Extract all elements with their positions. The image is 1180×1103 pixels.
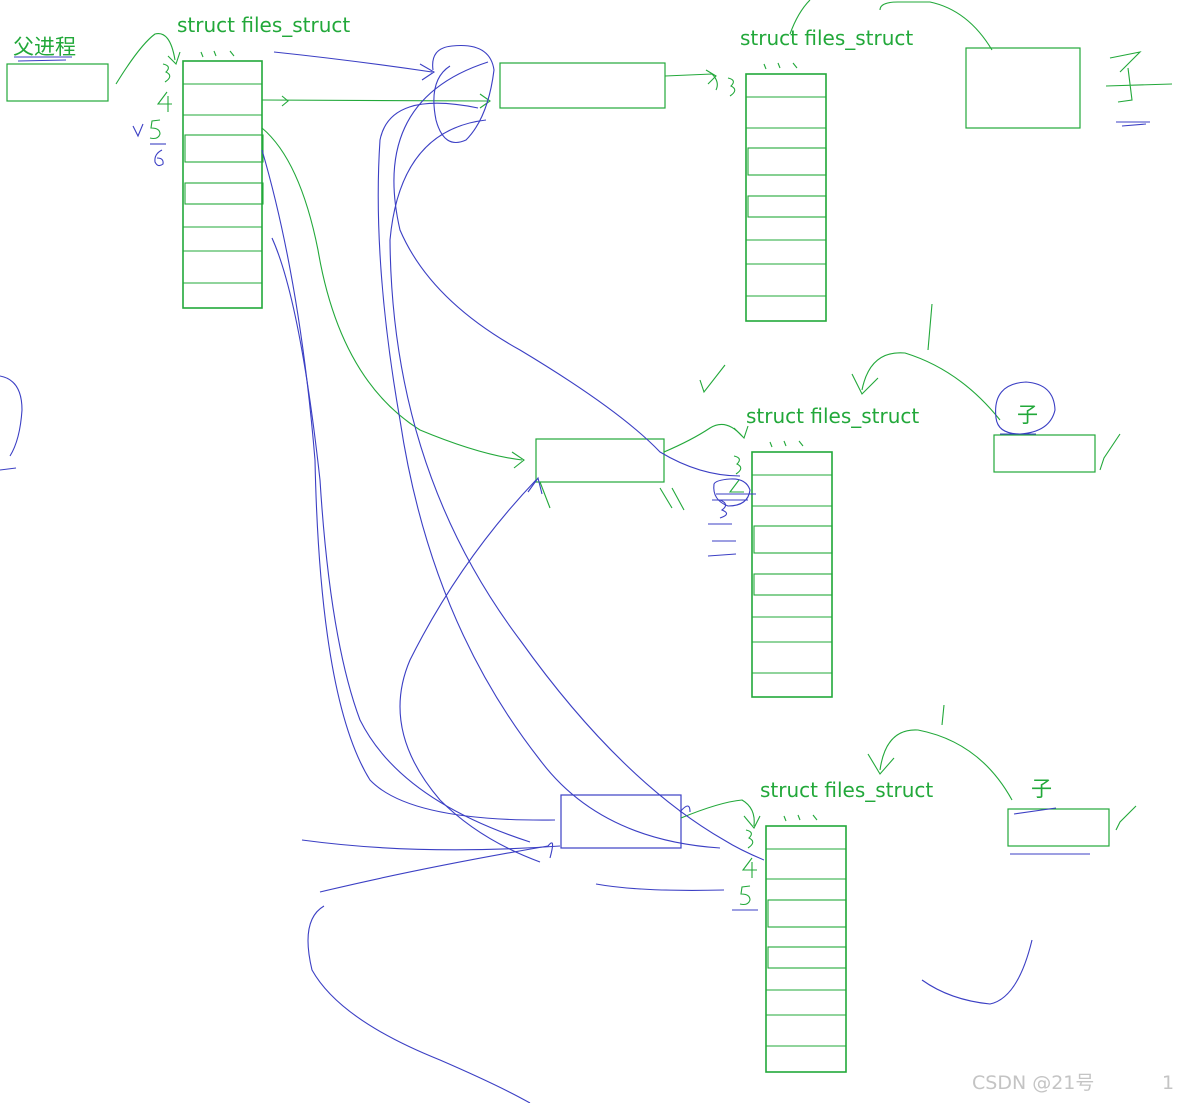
fd-table-top-left [182,50,264,309]
parent-process-box [6,63,109,102]
fd-table-middle [751,440,833,698]
child-process-box-bottom [1007,808,1110,847]
files-struct-label-top-right: struct files_struct [740,26,913,50]
blue-connectors [0,44,1090,1103]
csdn-watermark: CSDN @21号 [972,1072,1094,1094]
files-struct-label-bottom: struct files_struct [760,778,933,802]
file-object-box-bottom [560,794,682,849]
parent-process-underline [14,56,72,62]
files-struct-label-top-left: struct files_struct [177,13,350,37]
fd-numbers-middle [707,455,756,557]
fd-table-bottom [765,814,847,1073]
page-number: 1 [1162,1072,1174,1094]
fd-numbers-bottom [732,829,758,911]
child-process-box-middle [993,434,1096,473]
child-label-bottom: 子 [1031,777,1052,801]
file-object-box-top [499,62,666,109]
green-connectors [115,0,1137,831]
file-object-box-middle [535,438,665,483]
fd-numbers-top-left [132,63,172,167]
parent-process-label: 父进程 [13,35,76,59]
child-label-top [1105,51,1173,127]
fd-numbers-top-right [727,77,736,97]
files-struct-label-middle: struct files_struct [746,404,919,428]
fd-table-top-right [745,62,827,322]
child-label-middle: 子 [1017,403,1038,427]
child-process-box-top [965,47,1081,129]
